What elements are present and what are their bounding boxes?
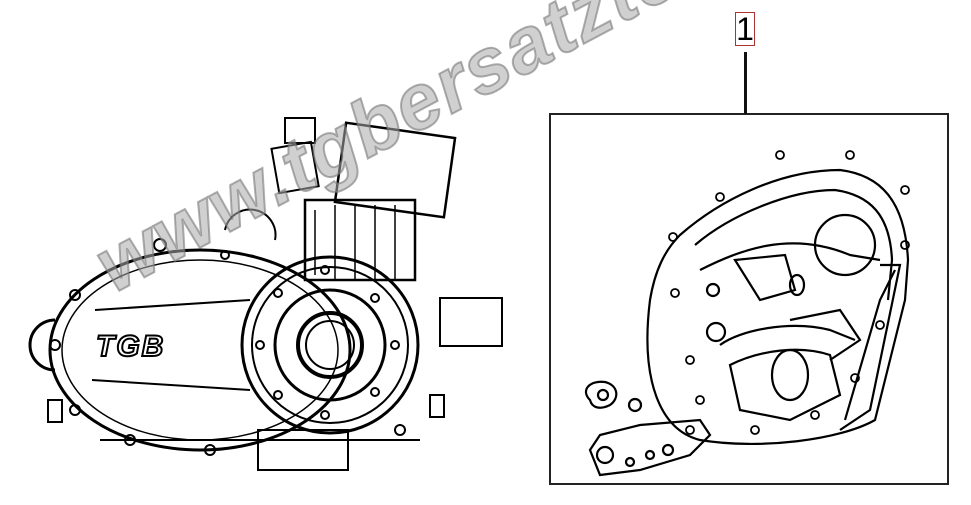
callout-1[interactable]: 1 — [735, 11, 755, 47]
engine-brand-logo: TGB — [95, 329, 166, 364]
gasket-set-frame — [549, 113, 949, 485]
callout-leader-line — [744, 52, 747, 114]
